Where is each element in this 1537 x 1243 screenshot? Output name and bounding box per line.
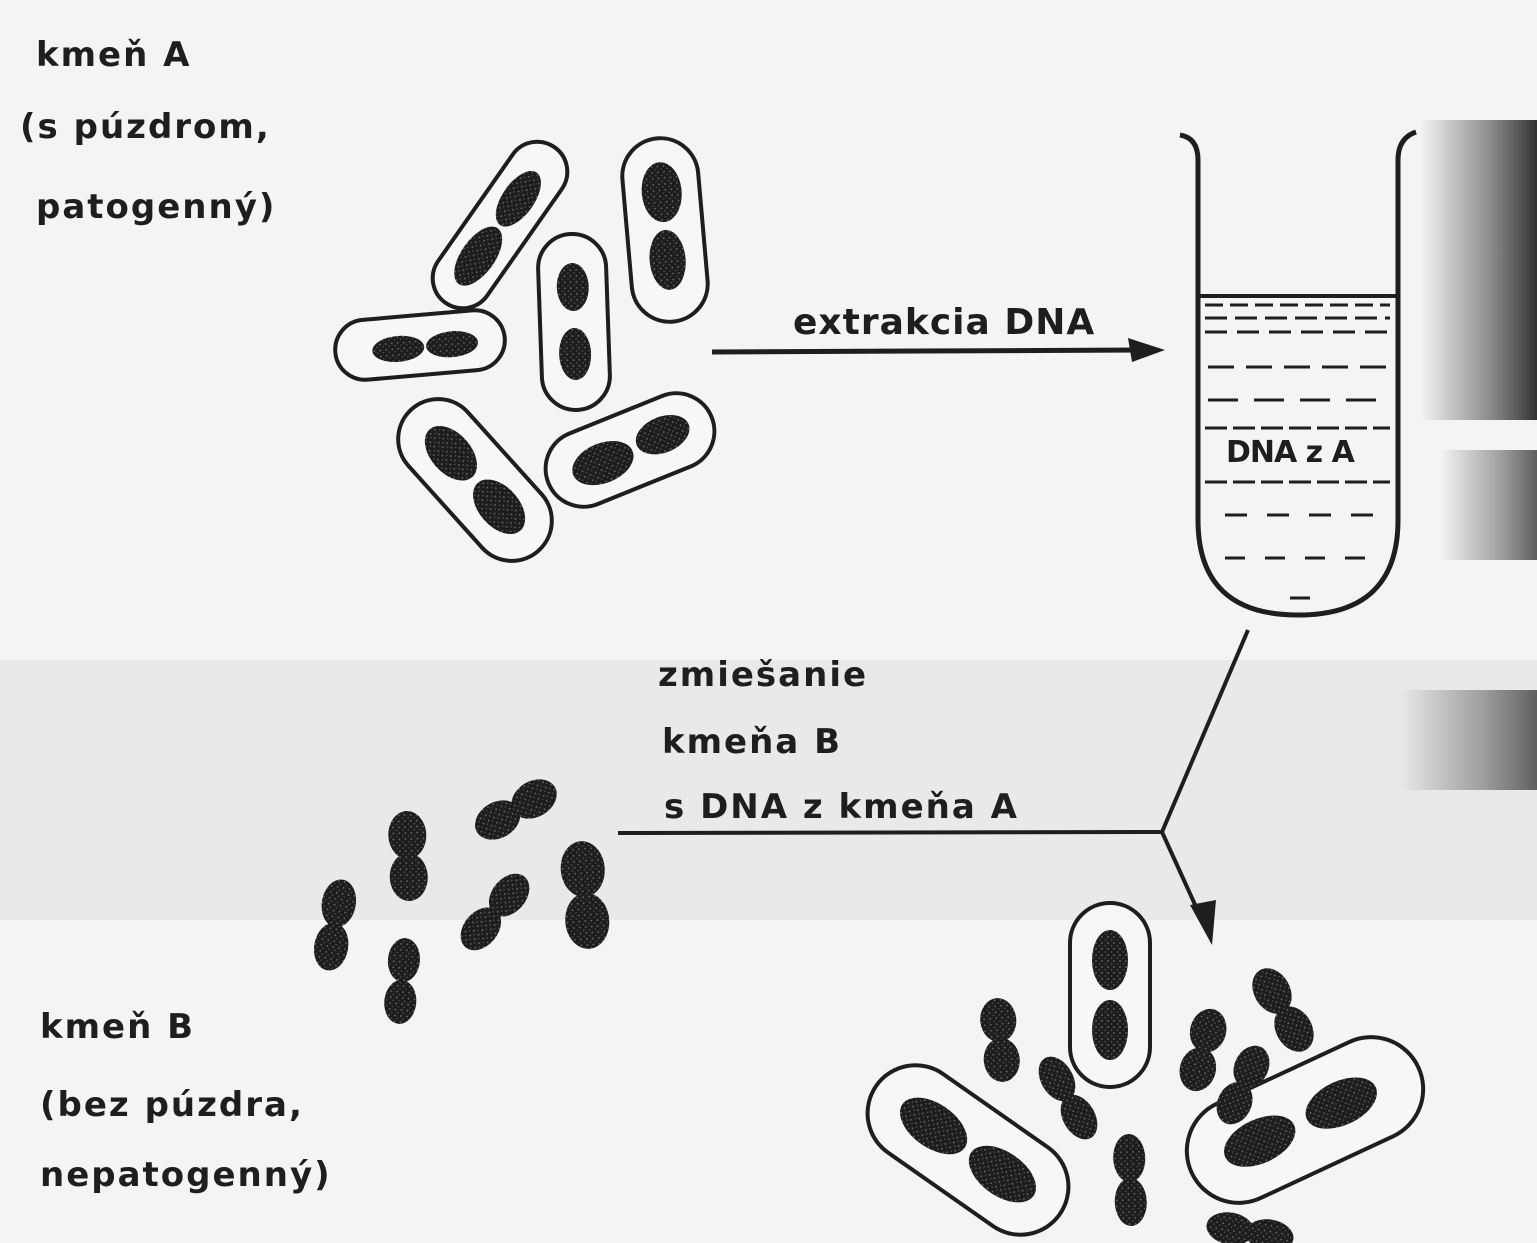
strain-b-desc-line1: (bez púzdra, (40, 1088, 304, 1122)
test-tube (1180, 132, 1416, 615)
strain-b-desc-line2: nepatogenný) (40, 1158, 332, 1192)
strain-a-name: kmeň A (36, 38, 191, 72)
mixing-line2: kmeňa B (662, 725, 842, 759)
tube-label: DNA z A (1222, 438, 1358, 468)
strain-a-bacteria (333, 130, 726, 577)
result-encapsulated-1 (1070, 903, 1150, 1087)
bacterium-a2 (619, 135, 711, 325)
bacterium-a3 (333, 308, 508, 383)
result-bacteria (849, 903, 1441, 1243)
strain-a-desc-line2: patogenný) (36, 190, 276, 224)
bacterium-a4 (537, 233, 611, 411)
extraction-label: extrakcia DNA (793, 305, 1095, 341)
mixing-line1: zmiešanie (658, 658, 868, 692)
strain-a-desc-line1: (s púzdrom, (20, 110, 271, 144)
mixing-line3: s DNA z kmeňa A (664, 790, 1019, 824)
bacterium-a5 (382, 383, 569, 578)
strain-b-name: kmeň B (40, 1010, 195, 1044)
